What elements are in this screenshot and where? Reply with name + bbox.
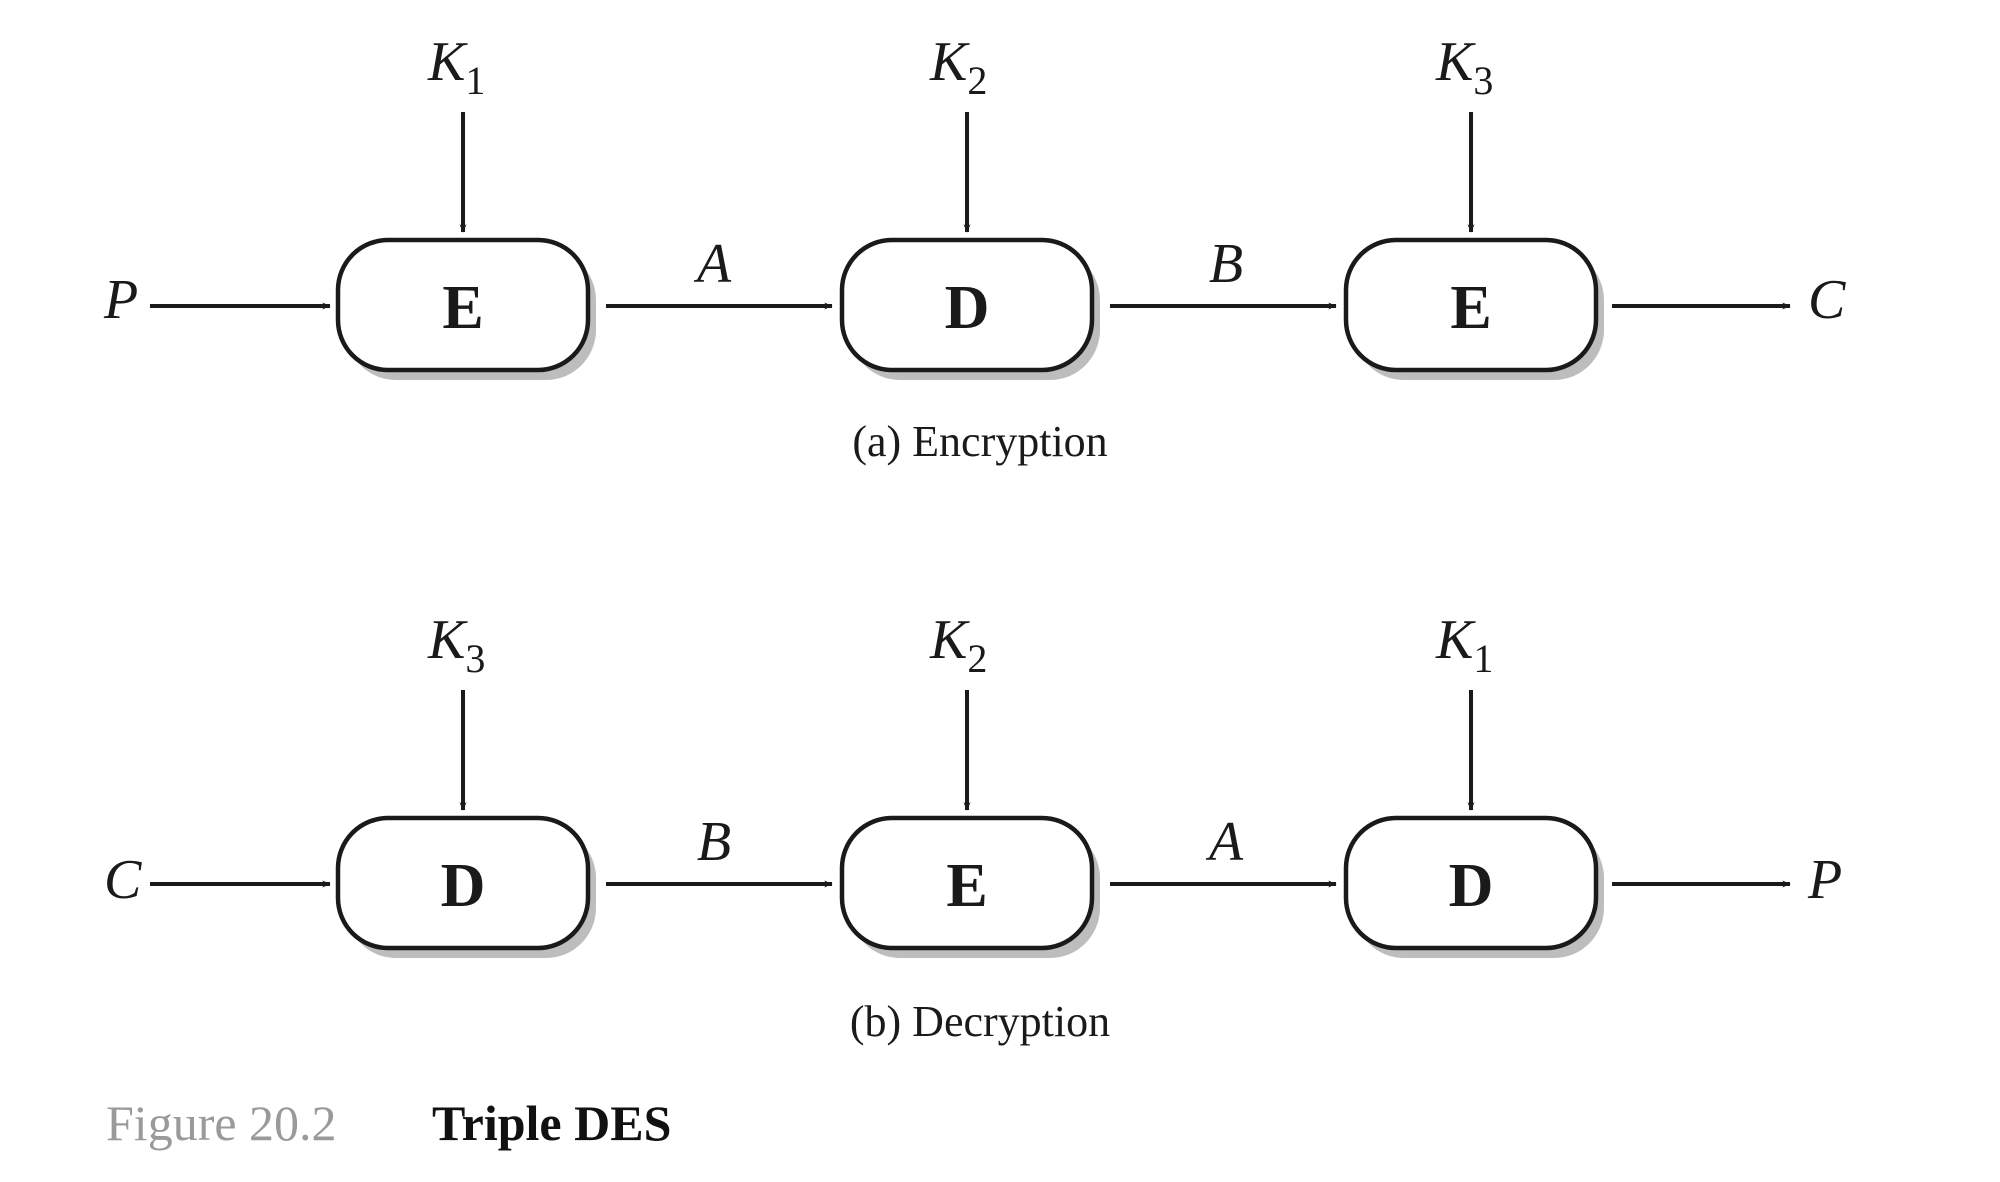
decryption-key-1: K3: [427, 609, 485, 681]
encryption-block-1: E: [335, 237, 596, 380]
figure-caption: Figure 20.2 Triple DES: [106, 1095, 671, 1151]
encryption-block-3-box: [1343, 237, 1599, 373]
decryption-block-2-box: [839, 815, 1095, 951]
encryption-intermediate-b: B: [1209, 233, 1243, 295]
encryption-block-2: D: [839, 237, 1100, 380]
encryption-key-2: K2: [929, 31, 987, 103]
encryption-block-3: E: [1343, 237, 1604, 380]
encryption-block-2-label: D: [945, 274, 990, 342]
encryption-intermediate-a: A: [693, 233, 732, 295]
decryption-intermediate-a: A: [1205, 811, 1244, 873]
encryption-key-3: K3: [1435, 31, 1493, 103]
encryption-caption: (a) Encryption: [852, 417, 1107, 466]
decryption-output-label: P: [1807, 849, 1842, 911]
decryption-input-label: C: [104, 849, 142, 911]
encryption-key-1: K1: [427, 31, 485, 103]
decryption-block-2: E: [839, 815, 1100, 958]
encryption-output-label: C: [1808, 269, 1846, 331]
decryption-block-3: D: [1343, 815, 1604, 958]
encryption-block-3-label: E: [1450, 274, 1491, 342]
encryption-block-1-box: [335, 237, 591, 373]
encryption-row: P E K1 A D K2 B E: [103, 31, 1846, 466]
decryption-intermediate-b: B: [697, 811, 731, 873]
encryption-input-label: P: [103, 269, 138, 331]
decryption-block-1: D: [335, 815, 596, 958]
decryption-row: C D K3 B E K2 A D K1: [104, 609, 1842, 1046]
decryption-key-3: K1: [1435, 609, 1493, 681]
decryption-block-1-box: [335, 815, 591, 951]
decryption-block-3-label: D: [1449, 852, 1494, 920]
decryption-block-2-label: E: [946, 852, 987, 920]
decryption-block-3-box: [1343, 815, 1599, 951]
decryption-caption: (b) Decryption: [850, 997, 1110, 1046]
figure-number: Figure 20.2: [106, 1095, 337, 1151]
encryption-block-2-box: [839, 237, 1095, 373]
figure-title: Triple DES: [432, 1095, 671, 1151]
decryption-block-1-label: D: [441, 852, 486, 920]
encryption-block-1-label: E: [442, 274, 483, 342]
decryption-key-2: K2: [929, 609, 987, 681]
